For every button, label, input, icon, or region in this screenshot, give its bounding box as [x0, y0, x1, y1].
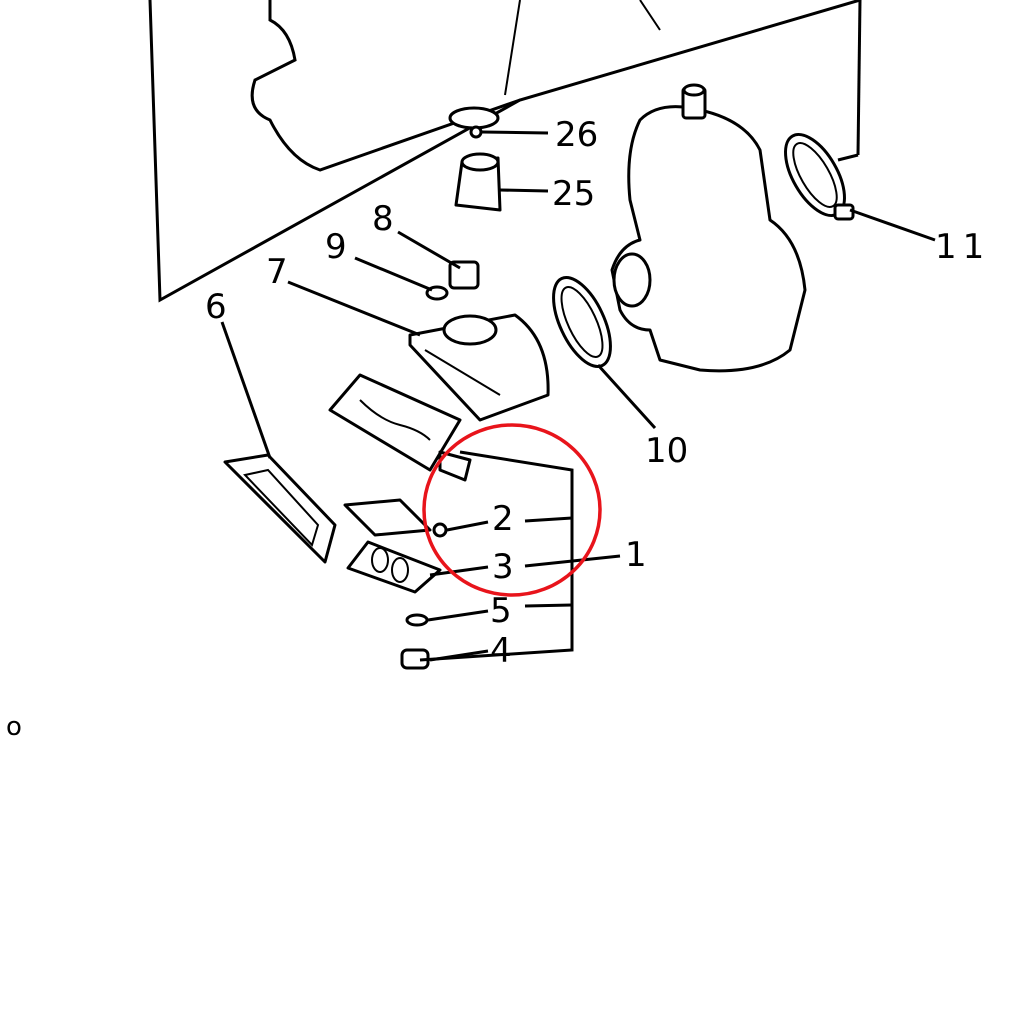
callout-2: 2	[492, 499, 514, 539]
part-7-manifold	[287, 280, 550, 422]
part-26-clip	[448, 106, 549, 139]
callout-10: 10	[645, 431, 688, 471]
page-marker: o	[6, 712, 22, 742]
part-8-screw	[397, 230, 480, 290]
reed-valve-block	[328, 373, 472, 482]
callout-1: 1	[625, 535, 647, 575]
callout-25: 25	[552, 174, 595, 214]
callout-bracket-1	[419, 450, 621, 662]
part-11-clamp	[784, 133, 936, 242]
callout-8: 8	[372, 199, 394, 239]
part-10-clamp	[552, 276, 657, 430]
housing-outline	[148, 0, 862, 303]
part-9-spring	[354, 256, 449, 301]
part-6-gasket	[220, 321, 337, 564]
callout-3: 3	[492, 547, 514, 587]
callout-5: 5	[490, 591, 512, 631]
callout-6: 6	[205, 287, 227, 327]
part-3-reed-stopper	[346, 540, 442, 594]
callout-26: 26	[555, 115, 598, 155]
callout-11: 11	[935, 227, 990, 267]
part-5-washer	[405, 613, 429, 627]
highlight-circle	[422, 423, 602, 597]
callout-9: 9	[325, 227, 347, 267]
part-25-boot	[454, 152, 549, 212]
callout-4: 4	[490, 631, 512, 671]
carburetor	[610, 83, 807, 373]
callout-7: 7	[266, 252, 288, 292]
part-2-reed-petal	[343, 498, 448, 538]
